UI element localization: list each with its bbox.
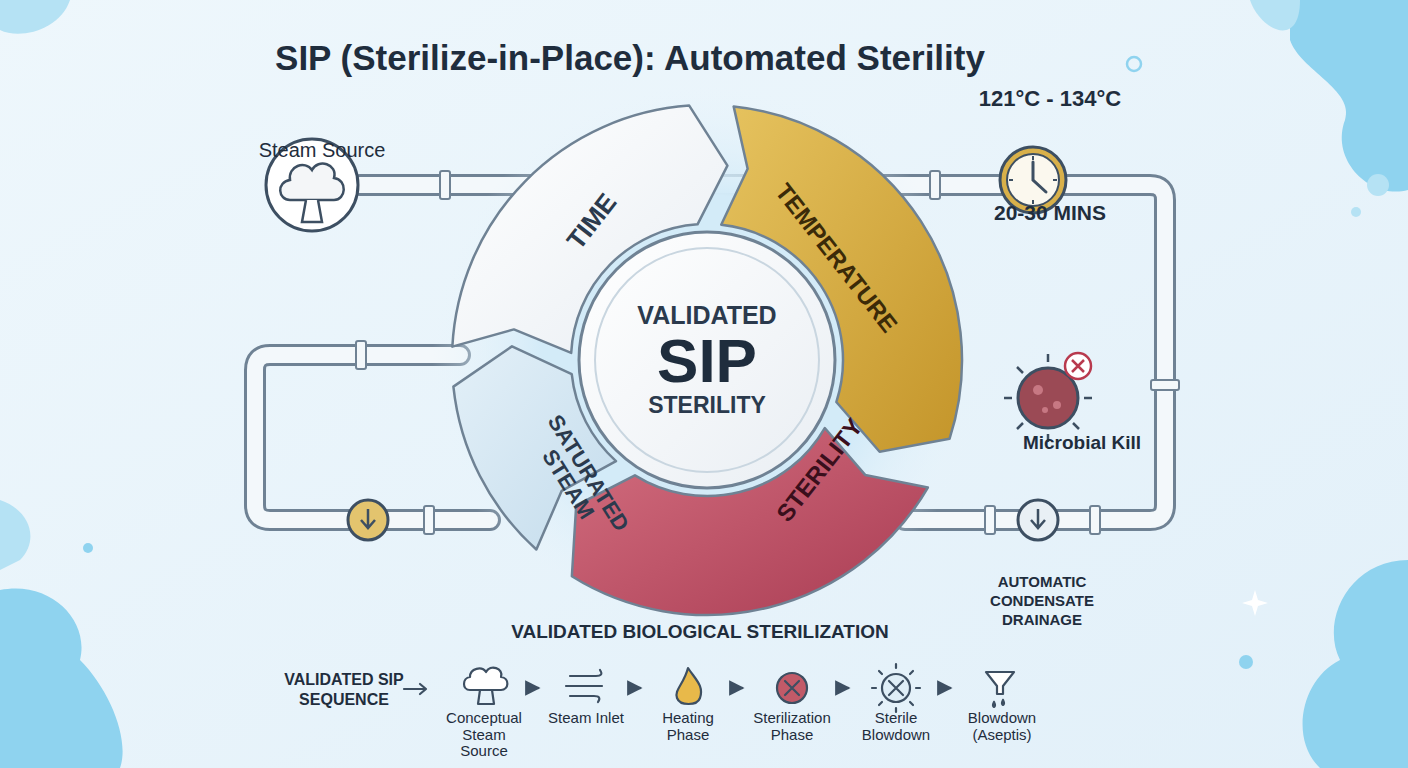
- time-temperature-gauge: 121°C - 134°C 20-30 MINS: [955, 86, 1145, 226]
- sequence-arrow: [841, 687, 849, 689]
- microbial-kill: Microbial Kill: [1012, 432, 1152, 455]
- node-text: Sterile Blowdown: [850, 710, 942, 743]
- node-text: Heating Phase: [642, 710, 734, 743]
- sequence-arrow: [943, 687, 951, 689]
- node-text: AUTOMATIC CONDENSATE DRAINAGE: [957, 573, 1127, 629]
- node-text: Sterilization Phase: [744, 710, 840, 743]
- sterility-segment: STERILITY: [756, 394, 883, 546]
- center-hub: VALIDATEDSIPSTERILITY: [602, 300, 812, 420]
- node-text: STERILITY: [756, 394, 883, 546]
- section-heading: VALIDATED BIOLOGICAL STERILIZATION: [440, 620, 960, 644]
- node-text: STERILITY: [602, 392, 812, 420]
- node-text: TIME: [543, 165, 641, 279]
- node-text: 20-30 MINS: [955, 200, 1145, 225]
- node-text: 121°C - 134°C: [955, 86, 1145, 112]
- title: SIP (Sterilize-in-Place): Automated Ster…: [0, 38, 1260, 78]
- node-text: SATURATED STEAM: [524, 411, 632, 546]
- condensate-drainage: AUTOMATIC CONDENSATE DRAINAGE: [957, 573, 1127, 629]
- sequence-arrow: [735, 687, 743, 689]
- sequence-arrow: [633, 687, 641, 689]
- node-text: Microbial Kill: [1012, 432, 1152, 455]
- sequence-arrow: [531, 687, 539, 689]
- node-text: Conceptual Steam Source: [438, 710, 530, 760]
- steam-source: Steam Source: [247, 138, 397, 162]
- sequence-step: Blowdown (Aseptis): [952, 664, 1052, 743]
- sequence-step: Sterilization Phase: [744, 664, 840, 743]
- node-text: Steam Inlet: [540, 710, 632, 727]
- saturated-steam-segment: SATURATED STEAM: [524, 411, 632, 546]
- sequence-step: Conceptual Steam Source: [438, 664, 530, 760]
- sequence-step: Steam Inlet: [540, 664, 632, 727]
- node-text: VALIDATED: [602, 300, 812, 330]
- sequence-heading: VALIDATED SIP SEQUENCE: [284, 670, 404, 710]
- node-text: Blowdown (Aseptis): [952, 710, 1052, 743]
- node-text: SIP: [602, 330, 812, 392]
- temperature-segment: TEMPERATURE: [757, 162, 915, 353]
- sequence-step: Heating Phase: [642, 664, 734, 743]
- node-text: Steam Source: [247, 138, 397, 162]
- time-segment: TIME: [543, 165, 641, 279]
- sequence-step: Sterile Blowdown: [850, 664, 942, 743]
- node-text: TEMPERATURE: [757, 162, 915, 353]
